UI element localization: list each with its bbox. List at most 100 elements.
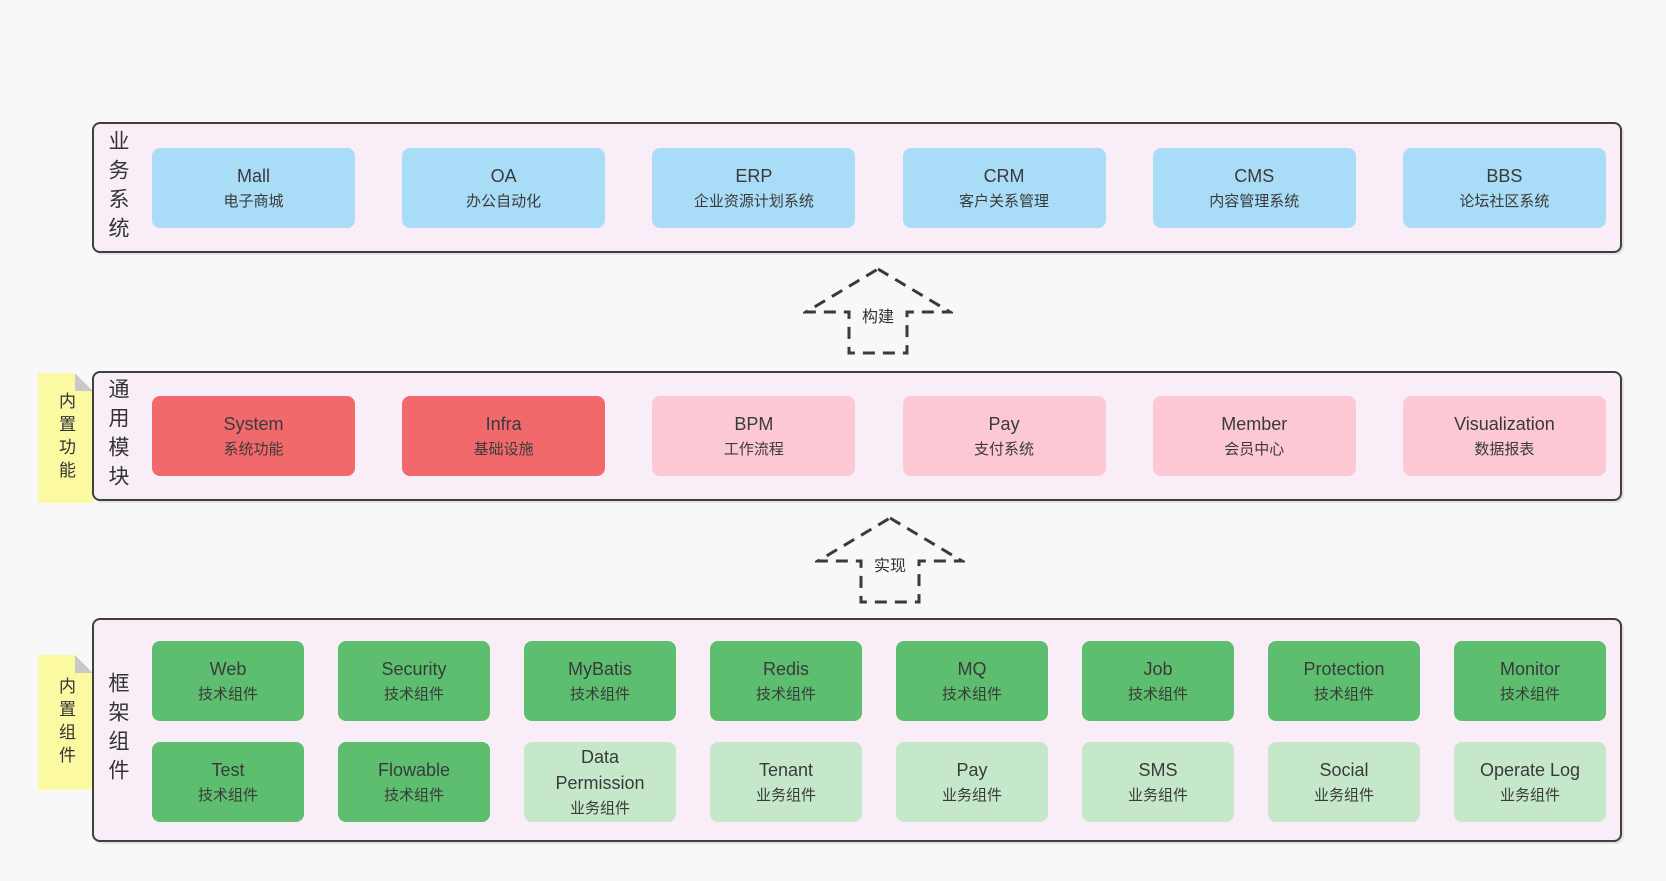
node-name: Redis xyxy=(762,659,810,679)
box-redis: Redis 技术组件 xyxy=(710,641,862,721)
band-framework-components-label: 框架组件 xyxy=(106,672,129,788)
build-arrow-label: 构建 xyxy=(858,302,898,328)
box-sms: SMS 业务组件 xyxy=(1082,742,1234,822)
node-name: BBS xyxy=(1486,165,1523,186)
node-desc: 客户关系管理 xyxy=(959,192,1050,210)
box-job: Job 技术组件 xyxy=(1082,641,1234,721)
node-name: Visualization xyxy=(1454,414,1555,434)
node-desc: 技术组件 xyxy=(197,686,258,703)
node-desc: 技术组件 xyxy=(941,686,1002,703)
box-pay: Pay 支付系统 xyxy=(902,396,1106,476)
box-cms: CMS 内容管理系统 xyxy=(1152,147,1356,228)
node-desc: 业务组件 xyxy=(941,787,1002,804)
box-flowable: Flowable 技术组件 xyxy=(338,742,490,822)
node-name: Mall xyxy=(236,165,270,186)
node-desc: 业务组件 xyxy=(755,787,816,804)
implement-arrow: 实现 xyxy=(815,515,965,605)
node-desc: 业务组件 xyxy=(1127,787,1188,804)
component-row-1: Web 技术组件 Security 技术组件 MyBatis 技术组件 Redi… xyxy=(152,641,1606,721)
node-desc: 业务组件 xyxy=(1313,787,1374,804)
node-name: Security xyxy=(381,659,447,679)
node-name: MQ xyxy=(957,659,987,679)
box-social: Social 业务组件 xyxy=(1268,742,1420,822)
up-block-arrow-icon xyxy=(815,516,965,604)
band-common-modules: 通用模块 System 系统功能 Infra 基础设施 BPM 工作流程 Pay… xyxy=(92,371,1622,501)
node-desc: 论坛社区系统 xyxy=(1459,192,1550,210)
node-name: CMS xyxy=(1234,165,1275,186)
node-name: Data Permission xyxy=(555,747,645,793)
band-common-modules-content: System 系统功能 Infra 基础设施 BPM 工作流程 Pay 支付系统… xyxy=(152,373,1606,499)
node-desc: 业务组件 xyxy=(1499,787,1560,804)
node-desc: 技术组件 xyxy=(1127,686,1188,703)
node-name: MyBatis xyxy=(567,659,632,679)
build-arrow: 构建 xyxy=(803,266,953,356)
node-name: Infra xyxy=(485,414,522,434)
node-name: Operate Log xyxy=(1479,760,1581,780)
box-member: Member 会员中心 xyxy=(1152,396,1356,476)
node-desc: 技术组件 xyxy=(1313,686,1374,703)
node-desc: 技术组件 xyxy=(755,686,816,703)
node-desc: 技术组件 xyxy=(383,787,444,804)
box-data-permission: Data Permission 业务组件 xyxy=(524,742,676,822)
box-crm: CRM 客户关系管理 xyxy=(902,147,1106,228)
node-name: CRM xyxy=(983,165,1025,186)
node-name: Web xyxy=(209,659,247,679)
node-desc: 企业资源计划系统 xyxy=(693,192,814,210)
node-desc: 内容管理系统 xyxy=(1209,192,1300,210)
node-name: Social xyxy=(1319,760,1369,780)
node-desc: 数据报表 xyxy=(1474,441,1535,458)
box-bpm: BPM 工作流程 xyxy=(652,396,856,476)
box-system: System 系统功能 xyxy=(152,396,355,476)
sticky-note-label: 内置组件 xyxy=(56,676,75,769)
box-security: Security 技术组件 xyxy=(338,641,490,721)
node-desc: 技术组件 xyxy=(569,686,630,703)
node-name: SMS xyxy=(1138,760,1178,780)
sticky-note-builtin-components: 内置组件 xyxy=(38,655,93,790)
node-name: Job xyxy=(1143,659,1173,679)
node-name: Member xyxy=(1221,414,1288,434)
node-desc: 技术组件 xyxy=(197,787,258,804)
sticky-note-label: 内置功能 xyxy=(56,392,75,484)
box-erp: ERP 企业资源计划系统 xyxy=(652,147,856,228)
band-framework-components-content: Web 技术组件 Security 技术组件 MyBatis 技术组件 Redi… xyxy=(152,641,1606,822)
box-visualization: Visualization 数据报表 xyxy=(1402,396,1606,476)
box-infra: Infra 基础设施 xyxy=(402,396,606,476)
node-name: System xyxy=(223,414,284,434)
box-bbs: BBS 论坛社区系统 xyxy=(1402,147,1606,228)
band-business-systems-label: 业务系统 xyxy=(106,129,129,246)
node-name: Test xyxy=(211,760,245,780)
box-test: Test 技术组件 xyxy=(152,742,304,822)
node-desc: 技术组件 xyxy=(1499,686,1560,703)
node-name: Tenant xyxy=(758,760,814,780)
node-desc: 支付系统 xyxy=(974,441,1035,458)
node-desc: 电子商城 xyxy=(223,192,284,210)
sticky-fold-corner xyxy=(75,373,93,391)
node-name: Protection xyxy=(1303,659,1385,679)
node-desc: 技术组件 xyxy=(383,686,444,703)
box-pay-component: Pay 业务组件 xyxy=(896,742,1048,822)
band-business-systems-content: Mall 电子商城 OA 办公自动化 ERP 企业资源计划系统 CRM 客户关系… xyxy=(152,124,1606,251)
node-desc: 业务组件 xyxy=(569,800,630,817)
box-mq: MQ 技术组件 xyxy=(896,641,1048,721)
node-name: Flowable xyxy=(377,760,451,780)
box-oa: OA 办公自动化 xyxy=(402,147,606,228)
node-desc: 工作流程 xyxy=(723,441,784,458)
box-monitor: Monitor 技术组件 xyxy=(1454,641,1606,721)
box-operate-log: Operate Log 业务组件 xyxy=(1454,742,1606,822)
node-desc: 会员中心 xyxy=(1224,441,1285,458)
node-name: Monitor xyxy=(1499,659,1561,679)
node-name: Pay xyxy=(956,760,988,780)
box-tenant: Tenant 业务组件 xyxy=(710,742,862,822)
node-desc: 基础设施 xyxy=(473,441,534,458)
component-row-2: Test 技术组件 Flowable 技术组件 Data Permission … xyxy=(152,742,1606,822)
sticky-note-builtin-features: 内置功能 xyxy=(38,373,93,503)
box-mybatis: MyBatis 技术组件 xyxy=(524,641,676,721)
node-desc: 办公自动化 xyxy=(466,192,542,210)
sticky-fold-corner xyxy=(75,655,93,673)
band-business-systems: 业务系统 Mall 电子商城 OA 办公自动化 ERP 企业资源计划系统 CRM… xyxy=(92,122,1622,253)
node-name: BPM xyxy=(734,414,774,434)
node-name: Pay xyxy=(988,414,1020,434)
implement-arrow-label: 实现 xyxy=(870,551,910,577)
box-protection: Protection 技术组件 xyxy=(1268,641,1420,721)
